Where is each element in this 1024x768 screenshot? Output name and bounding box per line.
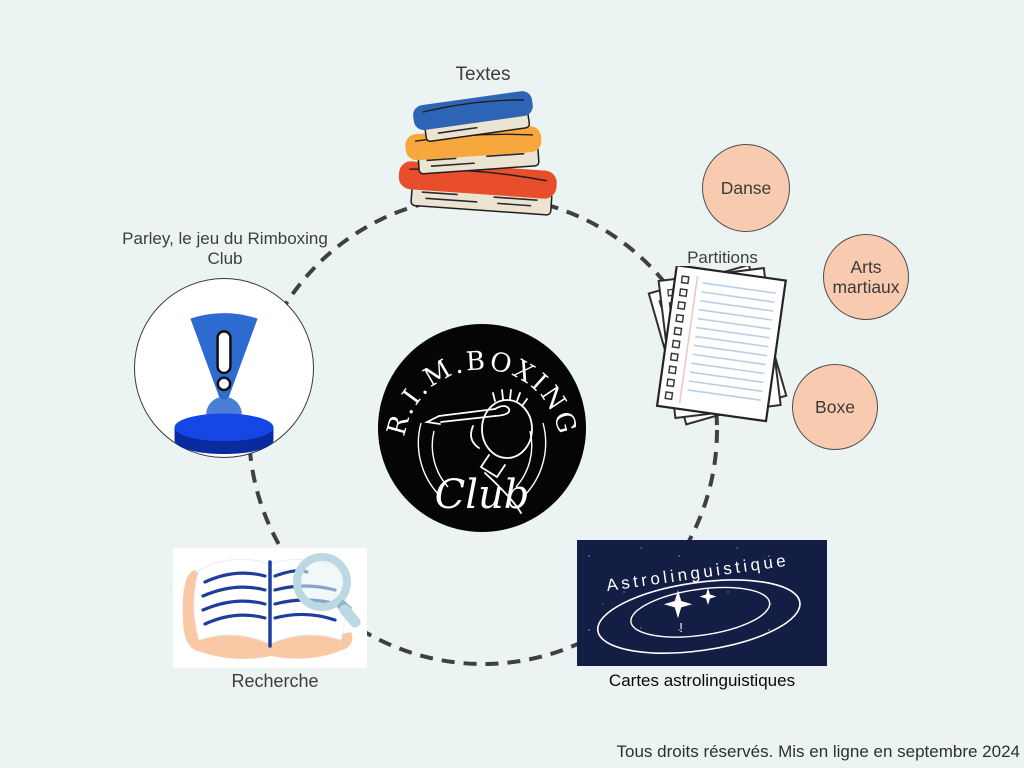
node-logo[interactable]: R.I.M.BOXING Club	[377, 323, 587, 533]
textes-label: Textes	[455, 64, 511, 85]
books-stack-icon	[398, 91, 557, 216]
node-danse[interactable]: Danse	[702, 144, 790, 232]
svg-text:!: !	[679, 620, 683, 635]
recherche-label: Recherche	[231, 671, 319, 691]
astrolinguistique-card-art: Astrolinguistique !	[596, 551, 801, 654]
node-arts-martiaux[interactable]: Arts martiaux	[823, 234, 909, 320]
boxe-label: Boxe	[815, 396, 855, 417]
rimboxing-club-logo: R.I.M.BOXING Club	[378, 324, 586, 532]
node-parley[interactable]	[134, 278, 314, 458]
magnifier-icon	[293, 553, 361, 628]
arts-martiaux-label: Arts martiaux	[832, 256, 900, 297]
sparkle-stars-icon: !	[663, 588, 717, 635]
node-boxe[interactable]: Boxe	[792, 364, 878, 450]
sheet-stack-icon	[647, 266, 788, 426]
danse-label: Danse	[720, 177, 772, 198]
astro-card-title: Astrolinguistique	[605, 551, 790, 595]
copyright-footer: Tous droits réservés. Mis en ligne en se…	[616, 742, 1020, 761]
node-cartes-astro[interactable]: Astrolinguistique !	[577, 540, 827, 666]
node-partitions[interactable]	[640, 266, 800, 428]
logo-subtitle: Club	[435, 472, 530, 518]
pen-and-glove-art	[424, 389, 533, 514]
open-book-magnifier-icon	[182, 553, 361, 659]
partitions-label: Partitions	[687, 248, 758, 267]
parley-label: Parley, le jeu du Rimboxing Club	[122, 229, 328, 269]
node-recherche[interactable]	[173, 548, 367, 668]
node-textes[interactable]	[396, 90, 568, 228]
exclamation-game-piece-icon	[174, 313, 274, 455]
cartes-label: Cartes astrolinguistiques	[608, 671, 796, 690]
